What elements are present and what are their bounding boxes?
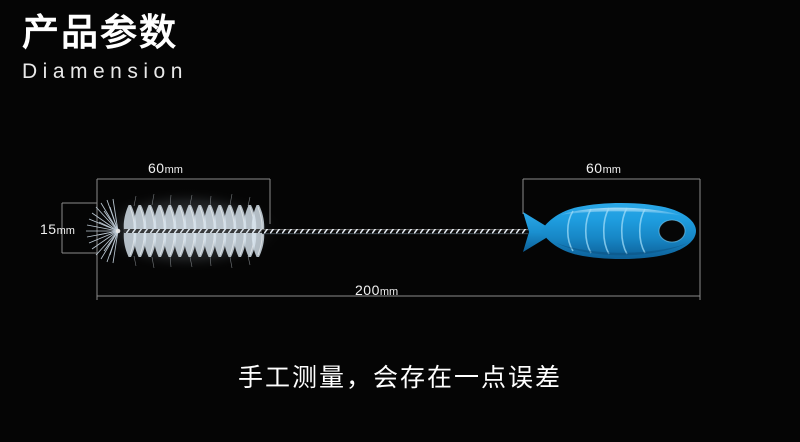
dimension-label-brush-diameter: 15mm [40,221,75,237]
header: 产品参数 Diamension [22,12,442,84]
dimension-value-brush-head: 60 [148,160,165,176]
dimension-value-handle: 60 [586,160,603,176]
brush-shaft [262,229,528,235]
brush-tip-fan [86,198,121,264]
dimension-lines [61,178,701,300]
handle-hanging-hole [659,220,685,242]
brush-head [86,188,284,272]
handle-scale-arcs [566,207,646,255]
handle-tail-fin [523,212,546,252]
dimension-unit-brush-diameter: mm [56,225,75,237]
page-subtitle: Diamension [22,59,188,83]
dimension-unit-brush-head: mm [164,164,183,176]
dimension-label-brush-head: 60mm [148,160,183,176]
dimension-label-handle: 60mm [586,160,621,176]
dimension-label-total-length: 200mm [355,282,398,298]
brush-handle [523,202,696,260]
dimension-value-total-length: 200 [355,282,380,298]
page-title: 产品参数 [22,12,178,53]
dimension-value-brush-diameter: 15 [40,221,57,237]
dimension-unit-handle: mm [602,164,621,176]
handle-body [541,202,696,260]
measurement-disclaimer: 手工测量，会存在一点误差 [237,364,562,392]
dimension-unit-total-length: mm [379,286,399,298]
